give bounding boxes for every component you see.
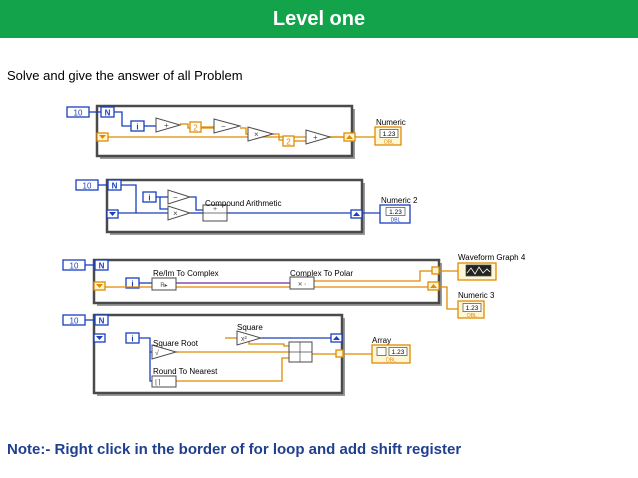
index-terminal-label: i <box>148 194 150 203</box>
round-to-nearest-function[interactable] <box>151 375 177 388</box>
note-text: Note:- Right click in the border of for … <box>7 441 462 458</box>
array-value: 1.23 <box>392 349 405 356</box>
count-terminal-label: N <box>99 262 105 271</box>
re-im-to-complex-node[interactable] <box>151 277 177 291</box>
count-terminal-label: N <box>99 317 105 326</box>
complex-to-polar-node[interactable] <box>289 276 315 290</box>
index-terminal-label: i <box>131 335 133 344</box>
constant-2-a-value: 2 <box>193 124 198 133</box>
svg-text:−: − <box>221 122 226 131</box>
compound-arithmetic-label: Compound Arithmetic <box>205 199 281 208</box>
title-banner: Level one <box>0 0 638 38</box>
count-value: 10 <box>70 317 79 326</box>
array-type: DBL <box>386 358 396 364</box>
svg-text:✕ ◦: ✕ ◦ <box>298 282 307 288</box>
svg-text:x²: x² <box>241 336 248 343</box>
square-root-function[interactable] <box>151 344 178 360</box>
indicator-value: 1.23 <box>383 131 396 138</box>
index-terminal-label: i <box>136 123 138 132</box>
for-loop-frame[interactable] <box>92 313 344 395</box>
indicator-type: DBL <box>467 313 477 319</box>
count-terminal[interactable] <box>94 314 109 326</box>
diagram-2: 10 N i − × + Compound Arithmetic Numeric… <box>75 178 418 235</box>
output-tunnel[interactable] <box>335 349 344 358</box>
subtract-function[interactable] <box>167 189 192 205</box>
indicator-value: 1.23 <box>466 305 479 312</box>
page-title: Level one <box>272 8 366 30</box>
diagram-1: 10 N i + 2 − × 2 <box>66 104 406 159</box>
indicator-label: Numeric 3 <box>458 291 495 300</box>
count-value: 10 <box>70 262 79 271</box>
complex-to-polar-label: Complex To Polar <box>290 269 353 278</box>
add-function-2[interactable] <box>305 129 332 145</box>
svg-text:⌊⌉: ⌊⌉ <box>155 379 161 387</box>
square-function[interactable] <box>236 330 263 346</box>
svg-text:√: √ <box>155 349 159 357</box>
indicator-label: Numeric 2 <box>381 196 418 205</box>
array-label: Array <box>372 336 391 345</box>
indicator-label: Numeric <box>376 118 406 127</box>
count-terminal[interactable] <box>94 259 109 271</box>
for-loop-frame[interactable] <box>105 178 364 234</box>
svg-text:×: × <box>254 130 259 139</box>
diagram-4: 10 N i x² Square √ Square Root ⌊⌉ Roun <box>62 313 411 396</box>
multiply-function[interactable] <box>167 205 192 221</box>
indicator-type: DBL <box>391 218 401 224</box>
svg-text:−: − <box>173 193 178 202</box>
count-terminal-label: N <box>105 109 111 118</box>
constant-2-b-value: 2 <box>286 138 291 147</box>
square-root-label: Square Root <box>153 339 199 348</box>
subtract-function[interactable] <box>213 118 242 134</box>
multiply-function[interactable] <box>247 126 275 142</box>
output-tunnel[interactable] <box>431 266 440 275</box>
count-value: 10 <box>83 182 92 191</box>
square-label: Square <box>237 323 263 332</box>
count-value: 10 <box>74 109 83 118</box>
add-function[interactable] <box>155 117 182 133</box>
svg-text:+: + <box>213 206 217 213</box>
indicator-value: 1.23 <box>389 209 402 216</box>
diagram-3: 10 N i R▸ Re/Im To Complex ✕ ◦ Complex T… <box>62 253 526 319</box>
re-im-to-complex-label: Re/Im To Complex <box>153 269 219 278</box>
svg-text:+: + <box>313 133 318 142</box>
svg-text:×: × <box>173 209 178 218</box>
svg-text:+: + <box>164 121 169 130</box>
waveform-graph-label: Waveform Graph 4 <box>458 253 526 262</box>
svg-text:R▸: R▸ <box>160 283 167 289</box>
round-to-nearest-label: Round To Nearest <box>153 367 218 376</box>
instruction-text: Solve and give the answer of all Problem <box>7 68 243 83</box>
index-terminal-label: i <box>131 280 133 289</box>
indicator-type: DBL <box>384 140 394 146</box>
count-terminal-label: N <box>112 182 118 191</box>
